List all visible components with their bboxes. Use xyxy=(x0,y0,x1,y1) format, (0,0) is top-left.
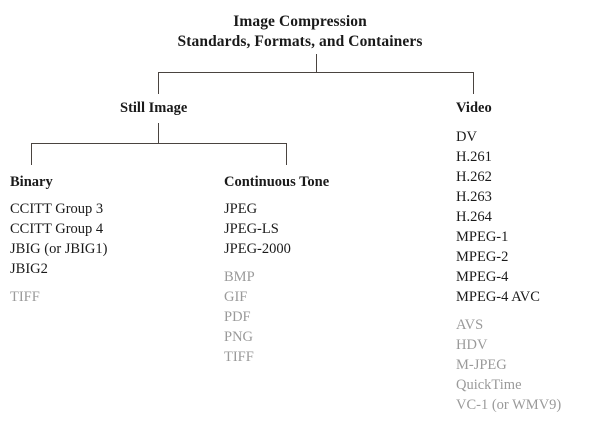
list-item: JBIG (or JBIG1) xyxy=(10,241,108,257)
list-item: H.263 xyxy=(456,189,492,205)
connector-drop-still-image xyxy=(158,72,159,94)
list-item: CCITT Group 4 xyxy=(10,221,104,237)
list-item: MPEG-2 xyxy=(456,249,509,265)
node-continuous-tone: Continuous Tone xyxy=(224,174,330,190)
list-item: MPEG-4 AVC xyxy=(456,289,540,305)
list-item: MPEG-4 xyxy=(456,269,509,285)
video-format-list: DV H.261 H.262 H.263 H.264 MPEG-1 MPEG-2… xyxy=(456,127,561,415)
connector-drop-continuous-tone xyxy=(286,143,287,165)
list-item: BMP xyxy=(224,269,255,285)
binary-format-list: CCITT Group 3 CCITT Group 4 JBIG (or JBI… xyxy=(10,199,107,307)
diagram-title: Image Compression Standards, Formats, an… xyxy=(0,12,600,52)
node-still-image: Still Image xyxy=(120,100,188,116)
list-item: QuickTime xyxy=(456,377,522,393)
list-item: CCITT Group 3 xyxy=(10,201,104,217)
list-item: MPEG-1 xyxy=(456,229,509,245)
connector-still-image-stem xyxy=(158,123,159,143)
connector-top-bus xyxy=(158,72,474,73)
list-item: H.261 xyxy=(456,149,492,165)
connector-drop-binary xyxy=(31,143,32,165)
list-item: TIFF xyxy=(224,349,254,365)
list-item: PNG xyxy=(224,329,254,345)
list-item: HDV xyxy=(456,337,488,353)
list-item: JPEG xyxy=(224,201,258,217)
list-item: VC-1 (or WMV9) xyxy=(456,397,562,413)
list-item: M-JPEG xyxy=(456,357,507,373)
list-item: GIF xyxy=(224,289,248,305)
connector-drop-video xyxy=(473,72,474,94)
list-item: H.264 xyxy=(456,209,492,225)
list-item: DV xyxy=(456,129,477,145)
node-binary: Binary xyxy=(10,174,53,190)
continuous-tone-format-list: JPEG JPEG-LS JPEG-2000 BMP GIF PDF PNG T… xyxy=(224,199,291,367)
list-item: JBIG2 xyxy=(10,261,48,277)
connector-root-stem xyxy=(316,54,317,72)
list-item: TIFF xyxy=(10,289,40,305)
diagram-title-line-2: Standards, Formats, and Containers xyxy=(177,33,423,50)
list-item: AVS xyxy=(456,317,484,333)
list-item: JPEG-2000 xyxy=(224,241,291,257)
node-video: Video xyxy=(456,100,492,116)
list-item: JPEG-LS xyxy=(224,221,279,237)
list-item: PDF xyxy=(224,309,251,325)
list-item: H.262 xyxy=(456,169,492,185)
diagram-title-line-1: Image Compression xyxy=(233,13,367,30)
connector-still-image-bus xyxy=(31,143,287,144)
